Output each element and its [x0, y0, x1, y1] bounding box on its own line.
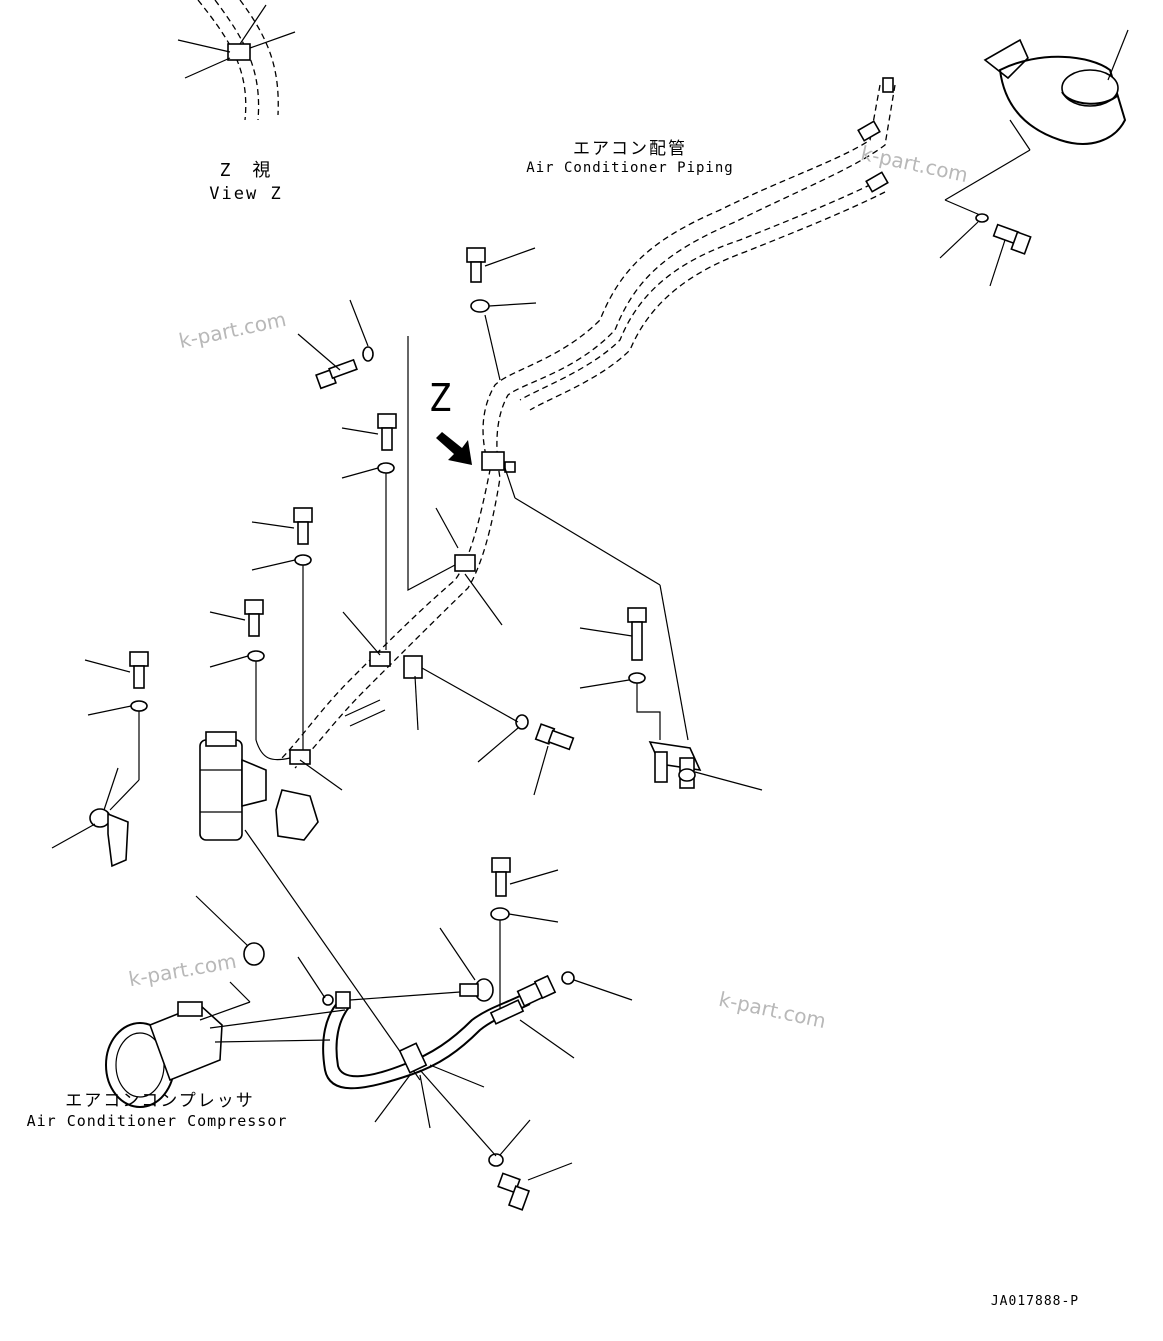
air-duct	[939, 29, 1129, 287]
view-z-arrow	[436, 432, 472, 465]
compressor-title-jp: エアコンコンプレッサ	[65, 1091, 255, 1111]
receiver-drier	[199, 731, 421, 1081]
hose-clamp-bracket	[51, 767, 129, 868]
pipe-bracket-right	[648, 740, 763, 791]
ac-piping-hoses	[279, 77, 896, 769]
compressor-title-en: Air Conditioner Compressor	[26, 1112, 288, 1130]
drawing-code: JA017888-P	[990, 1294, 1080, 1309]
piping-title-jp: エアコン配管	[573, 139, 687, 159]
view-z-detail	[177, 0, 296, 121]
compressor-assembly	[105, 895, 346, 1108]
z-view-marker: Z	[428, 376, 452, 420]
fasteners	[84, 247, 661, 1211]
discharge-hose	[297, 927, 633, 1157]
piping-title-en: Air Conditioner Piping	[526, 160, 734, 176]
clamp-leaders	[299, 467, 689, 791]
view-z-title-jp: Z 視	[219, 160, 273, 181]
view-z-title-en: View Z	[209, 184, 283, 204]
